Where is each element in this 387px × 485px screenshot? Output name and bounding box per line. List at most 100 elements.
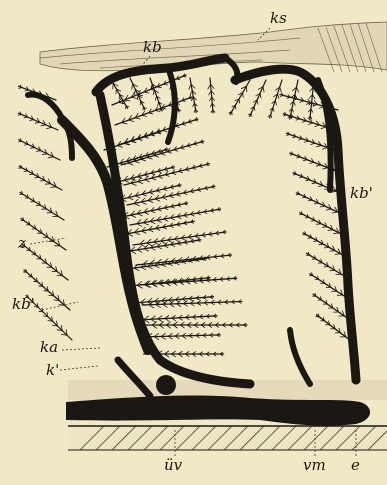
capillary [118,119,198,145]
capillary [299,139,303,140]
capillary [183,76,186,77]
capillary [149,230,153,232]
capillary [19,141,22,142]
capillary [122,123,128,124]
capillary [187,146,190,147]
capillary [158,102,159,106]
capillary [127,186,215,205]
capillary [134,161,139,163]
label-e: e [351,458,360,473]
capillary [310,162,314,163]
capillary [20,192,64,220]
capillary [143,107,144,110]
capillary [153,90,154,95]
capillary [332,212,338,213]
capillary [182,124,186,125]
capillary [326,209,331,210]
capillary [254,107,255,111]
capillary [154,156,159,158]
capillary [144,92,149,93]
capillary [319,244,323,245]
capillary [157,220,162,222]
capillary [275,101,276,105]
capillary [287,97,290,98]
capillary [134,268,139,271]
capillary [174,150,178,151]
capillary [317,146,322,147]
capillary [323,168,328,169]
capillary [315,125,320,127]
capillary [302,197,306,198]
capillary [243,93,244,98]
capillary [293,174,296,175]
capillary [303,233,346,257]
capillary [176,126,180,127]
capillary [210,78,213,113]
capillary [47,127,52,128]
capillary [142,115,147,116]
capillary [189,98,192,99]
label-vm: vm [303,458,326,473]
capillary [125,100,130,101]
capillary [287,135,290,136]
capillary [30,120,34,121]
label-kb-prime-right: kb' [350,186,373,201]
capillary [138,182,143,184]
capillary-network [18,74,351,358]
capillary [190,91,192,96]
capillary [167,152,171,153]
capillary [135,232,140,234]
capillary [263,87,264,92]
capillary [130,78,145,110]
capillary [128,120,133,121]
capillary [155,96,156,100]
capillary [300,101,304,102]
vessel-cross-section [156,375,176,395]
capillary [305,141,309,142]
capillary [140,101,141,105]
capillary [294,101,296,105]
capillary [132,84,133,89]
capillary [270,80,282,118]
capillary [230,80,250,115]
capillary [162,198,166,200]
capillary [151,211,155,213]
label-ks: ks [270,11,287,26]
capillary [257,100,258,104]
capillary [39,286,43,287]
capillary [141,202,146,204]
right-arch-vessel [235,69,356,380]
capillary [271,115,272,118]
capillary [171,168,174,169]
capillary [328,230,333,231]
capillary [293,137,296,138]
label-k-prime: k' [46,363,59,378]
capillary [131,183,136,185]
capillary [148,201,153,203]
capillary [137,224,142,227]
capillary [24,117,28,118]
capillary [281,95,284,96]
capillary [40,181,45,182]
capillary [44,291,49,292]
capillary [150,221,155,223]
label-z: z [18,236,26,251]
capillary [161,154,165,156]
capillary [308,200,312,201]
capillary [278,94,279,99]
capillary [151,178,156,180]
capillary [314,203,318,204]
capillary [49,295,54,296]
capillary [137,250,142,252]
capillary [311,221,315,222]
capillary [157,87,161,88]
capillary [250,80,266,117]
capillary [164,170,167,171]
capillary [48,157,53,158]
capillary [21,219,66,251]
capillary [137,214,142,216]
capillary [18,115,21,116]
capillary [194,144,197,145]
capillary [165,150,168,151]
capillary [163,131,167,132]
